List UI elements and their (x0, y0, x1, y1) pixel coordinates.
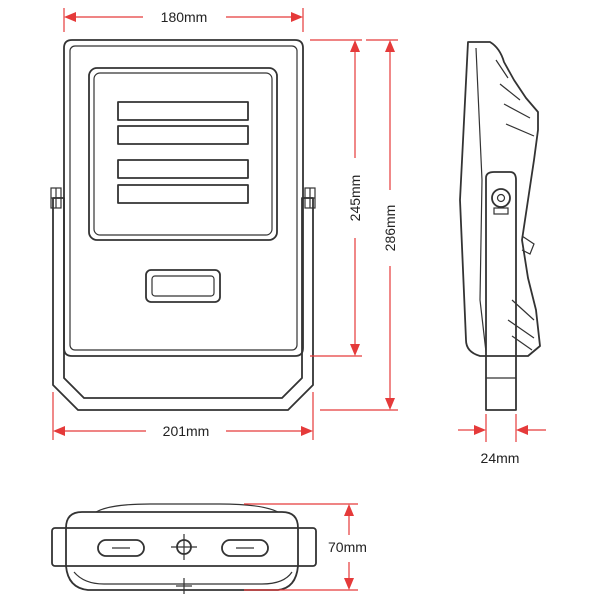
logo-badge (145, 269, 221, 303)
led-strip (117, 184, 249, 204)
dim-bottom-depth (244, 503, 358, 591)
label-bottom-depth: 70mm (328, 539, 367, 555)
side-cable-gland (521, 235, 535, 255)
logo-badge-inner (151, 275, 215, 297)
side-fins (495, 59, 535, 351)
dim-overall-height (320, 39, 398, 411)
label-side-depth: 24mm (481, 450, 520, 466)
mount-slot (97, 539, 145, 557)
lens-panel-inner (93, 72, 273, 236)
dim-bracket-width (52, 392, 314, 440)
lens-panel (88, 67, 278, 241)
housing-inner-rim (69, 45, 298, 351)
side-bracket-arm (485, 171, 517, 411)
crosshair-icon (171, 534, 197, 560)
dim-front-width (63, 8, 304, 32)
bracket-bolt-icon (304, 187, 316, 209)
label-front-width: 180mm (161, 9, 208, 25)
bracket-bolt-icon (50, 187, 62, 209)
label-bracket-width: 201mm (163, 423, 210, 439)
dim-body-height (310, 39, 362, 357)
label-overall-height: 286mm (382, 205, 398, 252)
side-view (459, 41, 541, 411)
mount-slot (221, 539, 269, 557)
bottom-housing (65, 511, 299, 591)
label-body-height: 245mm (347, 175, 363, 222)
crosshair-icon (176, 578, 192, 594)
bottom-view (51, 503, 317, 594)
front-view (50, 39, 316, 411)
led-strip (117, 159, 249, 179)
bottom-housing-lower-edge (73, 571, 293, 585)
led-strip (117, 101, 249, 121)
bracket-bolt-icon (491, 188, 511, 215)
housing-outline (63, 39, 304, 357)
bottom-housing-top-edge (95, 503, 279, 513)
side-back-plate (475, 47, 487, 353)
mounting-bracket (52, 197, 314, 411)
bottom-bracket (51, 527, 317, 567)
led-strip (117, 125, 249, 145)
dim-side-depth (458, 414, 546, 442)
side-housing (459, 41, 541, 357)
